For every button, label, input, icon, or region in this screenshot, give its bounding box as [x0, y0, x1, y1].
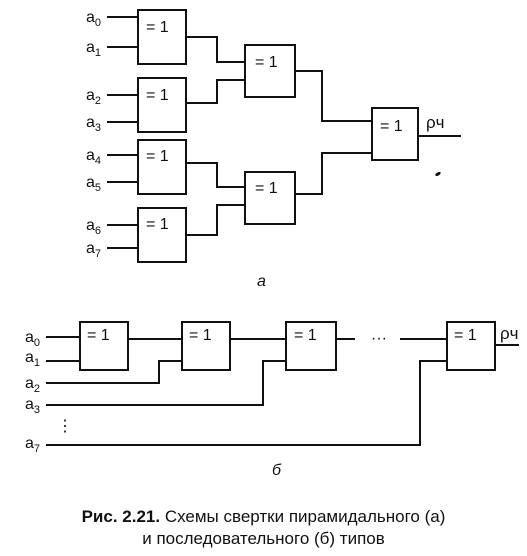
input-label-a2: a2 — [86, 87, 101, 107]
gate-label: = 1 — [87, 327, 110, 344]
gate-label: = 1 — [146, 19, 169, 36]
figure-caption: Рис. 2.21. Схемы свертки пирамидального … — [0, 506, 527, 550]
gate-label: = 1 — [454, 327, 477, 344]
input-label-a5: a5 — [86, 174, 101, 194]
gate-label: = 1 — [189, 327, 212, 344]
subfigure-label-a: а — [257, 273, 266, 290]
input-label-b2: a2 — [25, 375, 40, 395]
convolution-diagram: = 1 = 1 = 1 = 1 = 1 = 1 = 1 ρч a0 a1 a2 … — [25, 9, 519, 479]
gate-b-3 — [285, 321, 337, 371]
vertical-ellipsis: ⋮ — [57, 418, 73, 435]
input-label-b1: a1 — [25, 349, 40, 369]
output-label-a: ρч — [426, 113, 445, 132]
subfigure-label-b: б — [272, 462, 282, 479]
input-label-a1: a1 — [86, 39, 101, 59]
gate-b-1 — [79, 321, 129, 371]
caption-line-1: Рис. 2.21. Схемы свертки пирамидального … — [0, 506, 527, 528]
caption-text-1: Схемы свертки пирамидального (а) — [160, 507, 446, 526]
horizontal-ellipsis: ··· — [371, 330, 387, 347]
input-label-a4: a4 — [86, 147, 101, 167]
output-label-b: ρч — [500, 324, 519, 343]
input-label-a7: a7 — [86, 240, 101, 260]
gate-a-l1-1 — [137, 9, 187, 65]
input-label-a6: a6 — [86, 217, 101, 237]
stray-dot — [435, 171, 441, 177]
gate-label: = 1 — [255, 54, 278, 71]
sequential-scheme: ··· ⋮ = 1 = 1 = 1 = 1 ρч a0 a1 a2 a3 a7 … — [25, 321, 519, 479]
gate-label: = 1 — [294, 327, 317, 344]
input-label-a3: a3 — [86, 114, 101, 134]
gate-a-l2-2 — [244, 171, 296, 225]
gate-a-l1-3 — [137, 139, 187, 195]
gate-label: = 1 — [146, 216, 169, 233]
gate-a-l2-1 — [244, 44, 296, 98]
input-label-b7: a7 — [25, 435, 40, 455]
gate-a-l1-2 — [137, 77, 187, 133]
pyramidal-scheme: = 1 = 1 = 1 = 1 = 1 = 1 = 1 ρч a0 a1 a2 … — [86, 9, 461, 290]
gate-b-2 — [181, 321, 231, 371]
input-label-b3: a3 — [25, 396, 40, 416]
gate-label: = 1 — [380, 118, 403, 135]
caption-prefix: Рис. 2.21. — [81, 507, 161, 526]
gate-label: = 1 — [146, 87, 169, 104]
gate-label: = 1 — [255, 180, 278, 197]
input-label-b0: a0 — [25, 329, 40, 349]
caption-line-2: и последовательного (б) типов — [142, 529, 385, 548]
input-label-a0: a0 — [86, 9, 101, 29]
gate-label: = 1 — [146, 148, 169, 165]
gate-a-final — [371, 107, 419, 161]
